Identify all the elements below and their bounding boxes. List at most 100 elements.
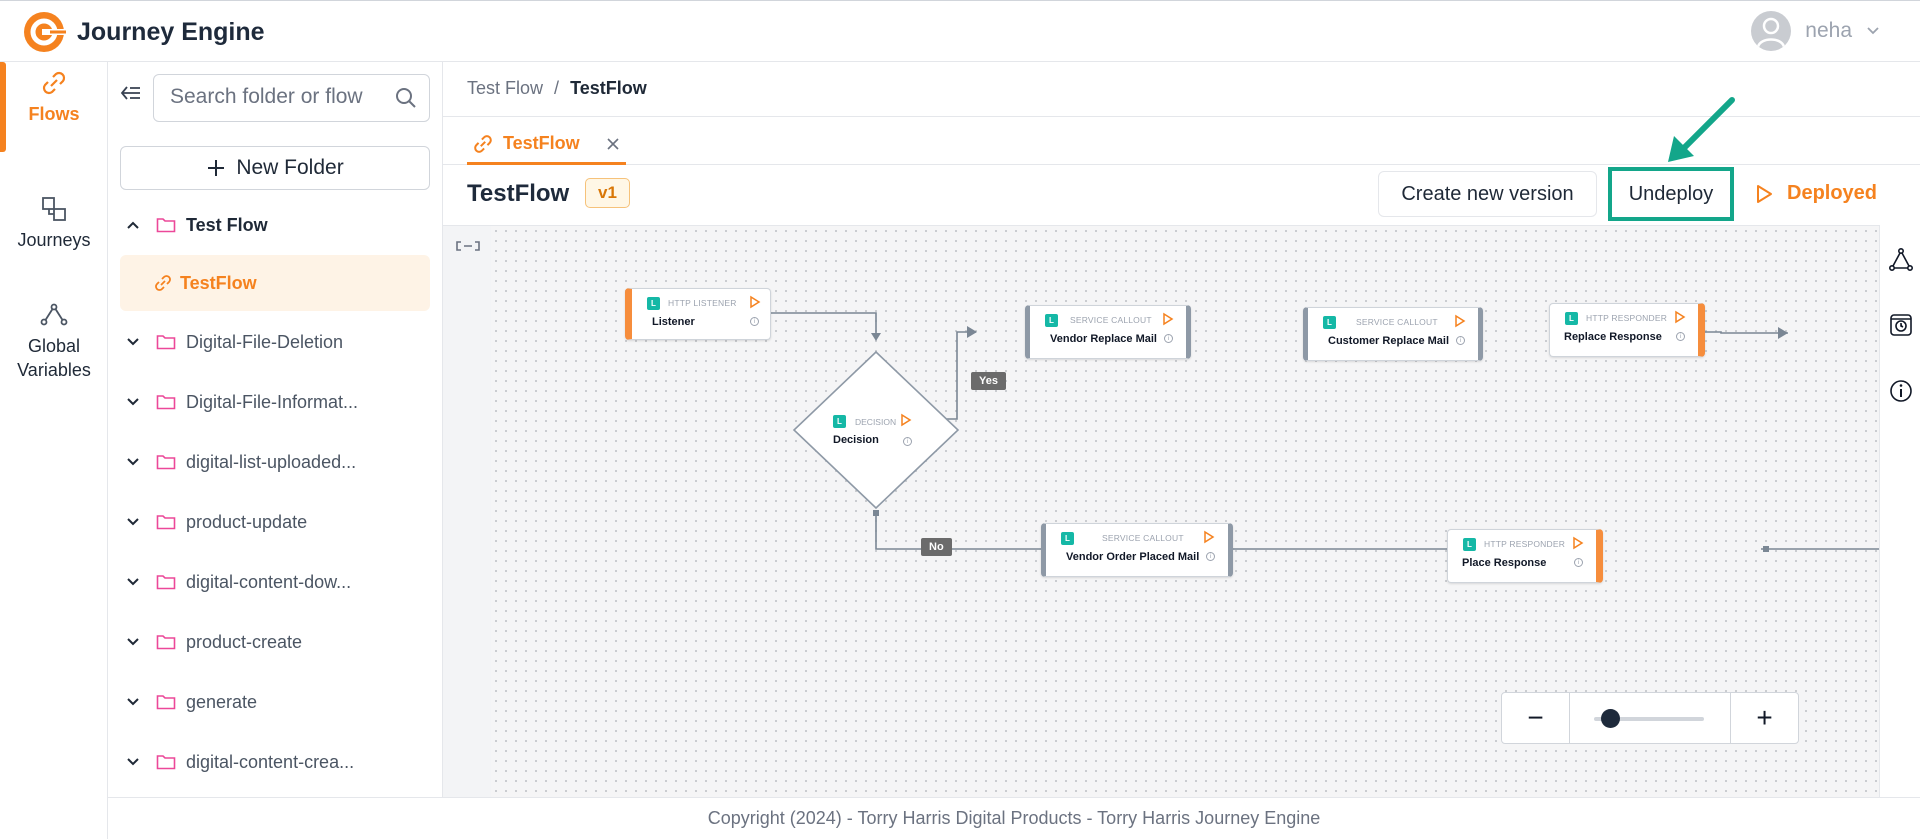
plus-icon — [208, 160, 225, 176]
node-badge: L — [1323, 316, 1336, 329]
folder-icon — [156, 575, 176, 590]
breadcrumb-parent[interactable]: Test Flow — [467, 78, 544, 98]
folder-item[interactable]: product-create — [108, 622, 443, 662]
deployed-status[interactable]: Deployed — [1755, 182, 1877, 205]
left-rail: Flows Journeys Global Variables — [0, 62, 108, 839]
node-replace-response[interactable]: L HTTP RESPONDER Replace Response i — [1549, 303, 1705, 357]
info-icon[interactable]: i — [903, 437, 912, 446]
folder-label: digital-list-uploaded... — [186, 451, 357, 472]
link-icon — [155, 275, 171, 291]
flow-item-testflow[interactable]: TestFlow — [120, 255, 430, 311]
zoom-slider-track[interactable] — [1594, 717, 1704, 721]
node-decision[interactable]: L DECISION Decision i — [833, 413, 923, 453]
journey-engine-logo — [24, 12, 66, 52]
folder-label: Digital-File-Deletion — [186, 331, 344, 352]
search-icon[interactable] — [395, 87, 417, 109]
close-icon[interactable] — [606, 137, 620, 151]
undeploy-button[interactable]: Undeploy — [1608, 167, 1734, 221]
app-title: Journey Engine — [77, 18, 265, 46]
chevron-down-icon[interactable] — [122, 517, 144, 527]
node-badge: L — [647, 297, 660, 310]
annotation-arrow — [1668, 97, 1735, 162]
info-icon[interactable]: i — [750, 317, 759, 326]
chevron-down-icon[interactable] — [122, 637, 144, 647]
info-icon[interactable] — [1888, 378, 1914, 404]
new-folder-label: New Folder — [236, 156, 344, 179]
new-folder-button[interactable]: New Folder — [120, 146, 430, 190]
rail-label-global-variables: Global Variables — [17, 336, 91, 380]
journeys-icon — [42, 197, 66, 221]
chevron-down-icon[interactable] — [122, 697, 144, 707]
play-icon[interactable] — [1162, 312, 1174, 326]
zoom-control: − + — [1501, 692, 1799, 744]
chevron-down-icon[interactable] — [122, 397, 144, 407]
node-label: Replace Response — [1564, 331, 1662, 343]
node-vendor-order-placed-mail[interactable]: L SERVICE CALLOUT Vendor Order Placed Ma… — [1041, 523, 1233, 577]
chevron-down-icon[interactable] — [122, 577, 144, 587]
node-kind: SERVICE CALLOUT — [1070, 315, 1152, 325]
folder-item[interactable]: product-update — [108, 502, 443, 542]
node-kind: HTTP RESPONDER — [1484, 539, 1566, 549]
zoom-in-button[interactable]: + — [1730, 693, 1798, 743]
info-icon[interactable]: i — [1676, 332, 1685, 341]
play-icon[interactable] — [749, 295, 761, 309]
folder-icon — [156, 635, 176, 650]
create-new-version-button[interactable]: Create new version — [1378, 171, 1597, 217]
node-badge: L — [1061, 532, 1074, 545]
node-badge: L — [833, 415, 846, 428]
canvas-gutter — [443, 226, 491, 798]
deployed-label: Deployed — [1787, 182, 1878, 204]
play-icon[interactable] — [1203, 530, 1215, 544]
node-listener[interactable]: L HTTP LISTENER Listener i — [625, 288, 771, 340]
folder-item-test-flow[interactable]: Test Flow — [108, 205, 443, 245]
node-kind: SERVICE CALLOUT — [1356, 317, 1438, 327]
connector-toggle-icon[interactable] — [455, 239, 481, 253]
play-icon[interactable] — [1572, 536, 1584, 550]
node-label: Customer Replace Mail — [1328, 335, 1450, 347]
info-icon[interactable]: i — [1164, 334, 1173, 343]
folder-item[interactable]: digital-content-crea... — [108, 742, 443, 782]
tab-testflow[interactable]: TestFlow — [467, 125, 626, 165]
rail-item-flows[interactable]: Flows — [0, 62, 108, 152]
node-customer-replace-mail[interactable]: L SERVICE CALLOUT Customer Replace Mail … — [1303, 307, 1483, 361]
user-menu[interactable]: neha — [1751, 11, 1880, 51]
info-icon[interactable]: i — [1456, 336, 1465, 345]
info-icon[interactable]: i — [1574, 558, 1583, 567]
node-kind: DECISION — [855, 417, 897, 427]
play-icon[interactable] — [1454, 314, 1466, 328]
graph-nodes-icon[interactable] — [1888, 247, 1914, 273]
rail-item-global-variables[interactable]: Global Variables — [0, 300, 108, 382]
chevron-down-icon[interactable] — [122, 757, 144, 767]
info-icon[interactable]: i — [1206, 552, 1215, 561]
play-icon[interactable] — [1674, 310, 1686, 324]
folder-label: generate — [186, 691, 258, 712]
chevron-down-icon[interactable] — [122, 337, 144, 347]
node-vendor-replace-mail[interactable]: L SERVICE CALLOUT Vendor Replace Mail i — [1025, 305, 1191, 359]
flow-label: TestFlow — [180, 272, 257, 293]
history-icon[interactable] — [1888, 312, 1914, 338]
breadcrumb: Test Flow / TestFlow — [467, 78, 647, 99]
play-icon[interactable] — [900, 413, 912, 427]
edge-label-yes: Yes — [971, 372, 1006, 390]
folder-item[interactable]: digital-list-uploaded... — [108, 442, 443, 482]
folder-icon — [156, 695, 176, 710]
chevron-up-icon[interactable] — [122, 220, 144, 230]
node-label: Listener — [652, 316, 695, 328]
folder-label: Test Flow — [186, 214, 268, 235]
zoom-slider-handle[interactable] — [1601, 709, 1620, 728]
version-badge: v1 — [585, 178, 630, 208]
folder-item[interactable]: generate — [108, 682, 443, 722]
node-label: Decision — [833, 434, 879, 446]
rail-item-journeys[interactable]: Journeys — [0, 194, 108, 251]
collapse-panel-icon[interactable] — [120, 84, 142, 102]
variables-icon — [40, 303, 68, 326]
chevron-down-icon — [1867, 27, 1879, 35]
node-place-response[interactable]: L HTTP RESPONDER Place Response i — [1447, 529, 1603, 583]
folder-label: digital-content-crea... — [186, 751, 355, 772]
folder-item[interactable]: Digital-File-Informat... — [108, 382, 443, 422]
search-input[interactable] — [154, 75, 379, 119]
folder-item[interactable]: Digital-File-Deletion — [108, 322, 443, 362]
chevron-down-icon[interactable] — [122, 457, 144, 467]
zoom-out-button[interactable]: − — [1502, 693, 1570, 743]
folder-item[interactable]: digital-content-dow... — [108, 562, 443, 602]
